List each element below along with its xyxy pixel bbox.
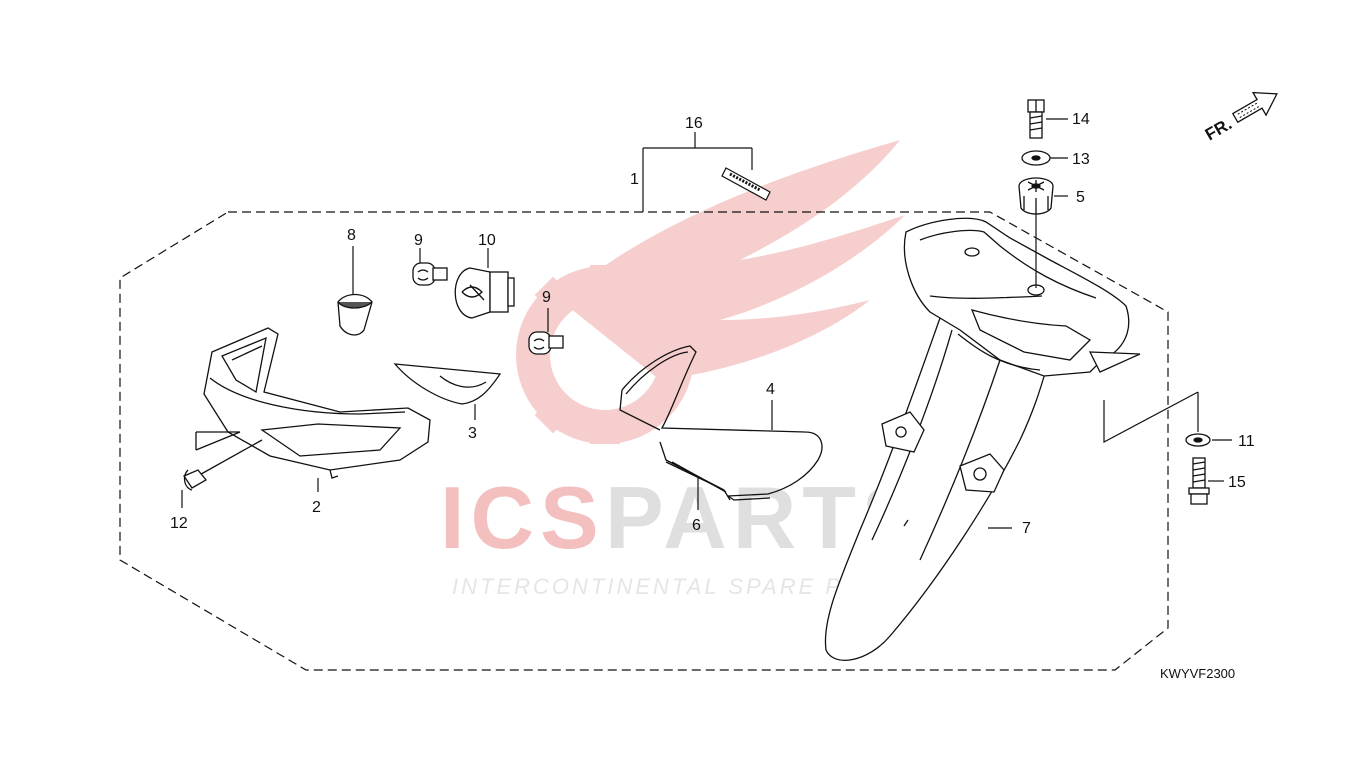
callout-11: 11 (1238, 433, 1255, 450)
front-direction-label: FR. (1202, 114, 1235, 144)
lens-strip-3 (393, 363, 502, 405)
tail-bulb-10 (454, 267, 515, 319)
mount-leader-lines (1103, 391, 1199, 443)
grommet-5 (1018, 177, 1054, 215)
screw-12 (183, 431, 263, 491)
watermark: ICS PARTS INTERCONTINENTAL SPARE PARTS (440, 140, 921, 599)
washer-13 (1021, 150, 1051, 166)
seal-strip-6 (659, 441, 731, 501)
wedge-bulb-9-middle (528, 331, 564, 355)
callout-4: 4 (766, 381, 775, 398)
taillight-housing-2 (203, 327, 431, 479)
callout-13: 13 (1072, 151, 1090, 168)
watermark-wing-shape (560, 140, 905, 380)
seal-gasket-4 (619, 345, 823, 501)
callout-16-bracket (642, 132, 753, 212)
callout-15: 15 (1228, 474, 1246, 491)
bolt-14 (1027, 99, 1045, 139)
assembly-boundary (119, 211, 1169, 671)
callout-12: 12 (170, 515, 188, 532)
diagram-code: KWYVF2300 (1160, 666, 1235, 681)
callout-8: 8 (347, 227, 356, 244)
callout-16: 16 (685, 115, 703, 132)
rear-fender-7 (824, 217, 1141, 661)
arrow-icon (1231, 91, 1278, 124)
front-direction-arrow: FR. (1202, 91, 1278, 144)
callout-2: 2 (312, 499, 321, 516)
callout-14: 14 (1072, 111, 1090, 128)
caution-label-decal (721, 167, 771, 201)
watermark-brand-left: ICS (440, 468, 605, 567)
bolt-15 (1188, 457, 1210, 505)
callout-9-top: 9 (414, 232, 423, 249)
callout-1: 1 (630, 171, 639, 188)
callout-3: 3 (468, 425, 477, 442)
callout-9-middle: 9 (542, 289, 551, 306)
lens-cap-8 (337, 293, 373, 336)
watermark-tagline: INTERCONTINENTAL SPARE PARTS (452, 574, 912, 599)
callout-6: 6 (692, 517, 701, 534)
wedge-bulb-9-top (412, 262, 448, 286)
callout-7: 7 (1022, 520, 1031, 537)
callout-5: 5 (1076, 189, 1085, 206)
washer-11 (1185, 433, 1211, 447)
callout-10: 10 (478, 232, 496, 249)
